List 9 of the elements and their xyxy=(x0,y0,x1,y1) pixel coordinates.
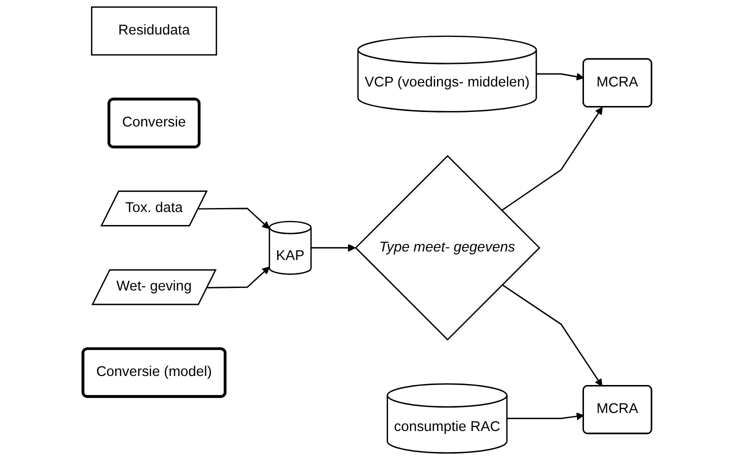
arrow xyxy=(207,266,270,288)
arrow xyxy=(502,284,602,386)
node-diamond: Type meet- gegevens xyxy=(354,155,540,341)
arrow xyxy=(501,106,602,212)
arrow xyxy=(310,244,356,252)
arrow xyxy=(536,72,584,81)
arrow xyxy=(198,208,270,230)
arrow xyxy=(506,412,584,420)
node-box: Residudata xyxy=(90,6,217,56)
